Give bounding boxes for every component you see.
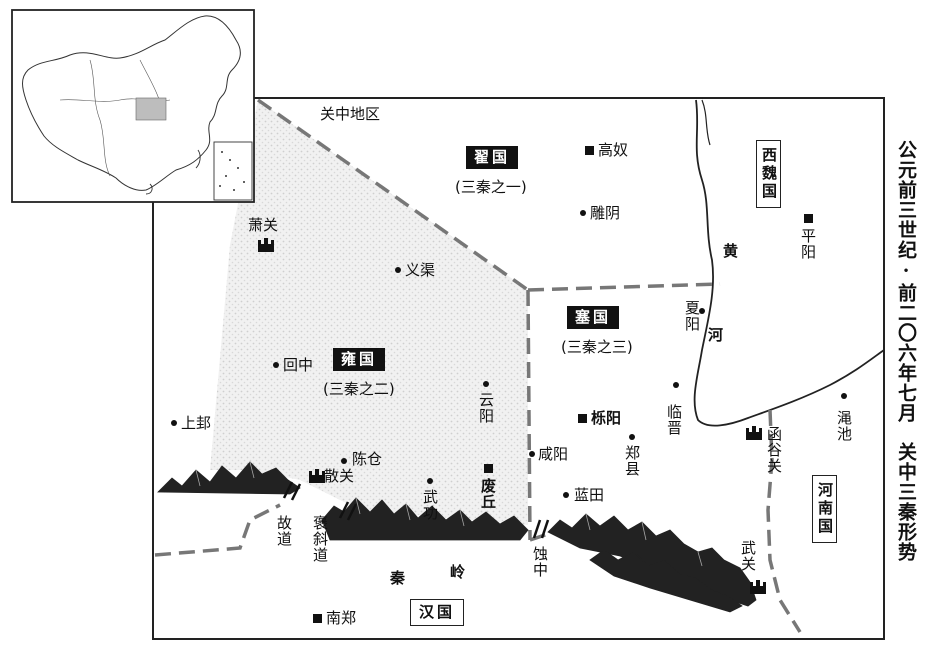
state-sai-sub: (三秦之三) bbox=[561, 338, 633, 356]
town-xiayang: 夏阳 bbox=[683, 300, 701, 332]
capital-gaonu: 高奴 bbox=[598, 141, 629, 159]
town-zhengxian: 郑县 bbox=[623, 445, 641, 477]
state-yong-sub: (三秦之二) bbox=[323, 380, 395, 398]
town-yunyang: 云阳 bbox=[477, 392, 495, 424]
town-linjin: 临晋 bbox=[665, 404, 683, 436]
inset-china-map bbox=[11, 9, 255, 203]
town-mianchi: 渑池 bbox=[835, 410, 853, 442]
capital-feiqiu: 废丘 bbox=[479, 478, 497, 510]
pass-sanguan: 散关 bbox=[324, 467, 355, 485]
state-boundaries bbox=[154, 98, 802, 633]
pass-markers bbox=[258, 238, 766, 594]
capital-nanzheng: 南郑 bbox=[326, 609, 357, 627]
map-title-line1: 公元前三世纪·前二〇六年七月 bbox=[895, 140, 917, 423]
town-diaoyin: 雕阴 bbox=[590, 204, 621, 222]
state-henan: 河南国 bbox=[812, 475, 837, 543]
mountain-shading bbox=[195, 461, 703, 567]
town-lantian: 蓝田 bbox=[574, 486, 605, 504]
capital-markers bbox=[313, 146, 813, 623]
pass-wuguan: 武关 bbox=[739, 540, 757, 572]
road-markers bbox=[282, 481, 550, 539]
town-wugong: 武功 bbox=[421, 489, 439, 521]
road-gudao: 故道 bbox=[275, 515, 293, 547]
qinling-label-2: 岭 bbox=[450, 563, 466, 581]
town-huizhong: 回中 bbox=[283, 356, 314, 374]
capital-yueyang: 栎阳 bbox=[591, 409, 622, 427]
huanghe-label-2: 河 bbox=[708, 326, 724, 344]
pass-xiaoguan: 萧关 bbox=[248, 216, 279, 234]
state-xiwei: 西魏国 bbox=[756, 140, 781, 208]
town-xianyang: 咸阳 bbox=[538, 445, 569, 463]
town-yiqu: 义渠 bbox=[405, 261, 436, 279]
road-baoxiedao: 褒斜道 bbox=[311, 515, 329, 563]
state-yong: 雍国 bbox=[333, 348, 386, 371]
state-sai: 塞国 bbox=[567, 306, 620, 329]
yellow-river bbox=[693, 99, 885, 427]
road-ziwu: 蚀中 bbox=[531, 546, 549, 578]
state-han: 汉国 bbox=[410, 599, 465, 626]
qinling-label-1: 秦 bbox=[390, 569, 406, 587]
town-shanggui: 上邽 bbox=[181, 414, 212, 432]
state-zhai-sub: (三秦之一) bbox=[455, 178, 527, 196]
capital-pingyang: 平阳 bbox=[799, 228, 817, 260]
town-markers bbox=[171, 210, 847, 498]
qinling-mountains bbox=[157, 461, 757, 613]
state-zhai: 翟国 bbox=[466, 146, 519, 169]
region-label: 关中地区 bbox=[320, 105, 381, 123]
huanghe-label-1: 黄 bbox=[723, 242, 739, 260]
map-title-line2: 关中三秦形势 bbox=[895, 442, 917, 562]
yong-region-shading bbox=[210, 100, 528, 525]
town-chencang: 陈仓 bbox=[352, 450, 383, 468]
pass-hanguguan: 函谷关 bbox=[765, 426, 783, 474]
yellow-river-branch bbox=[701, 99, 711, 146]
